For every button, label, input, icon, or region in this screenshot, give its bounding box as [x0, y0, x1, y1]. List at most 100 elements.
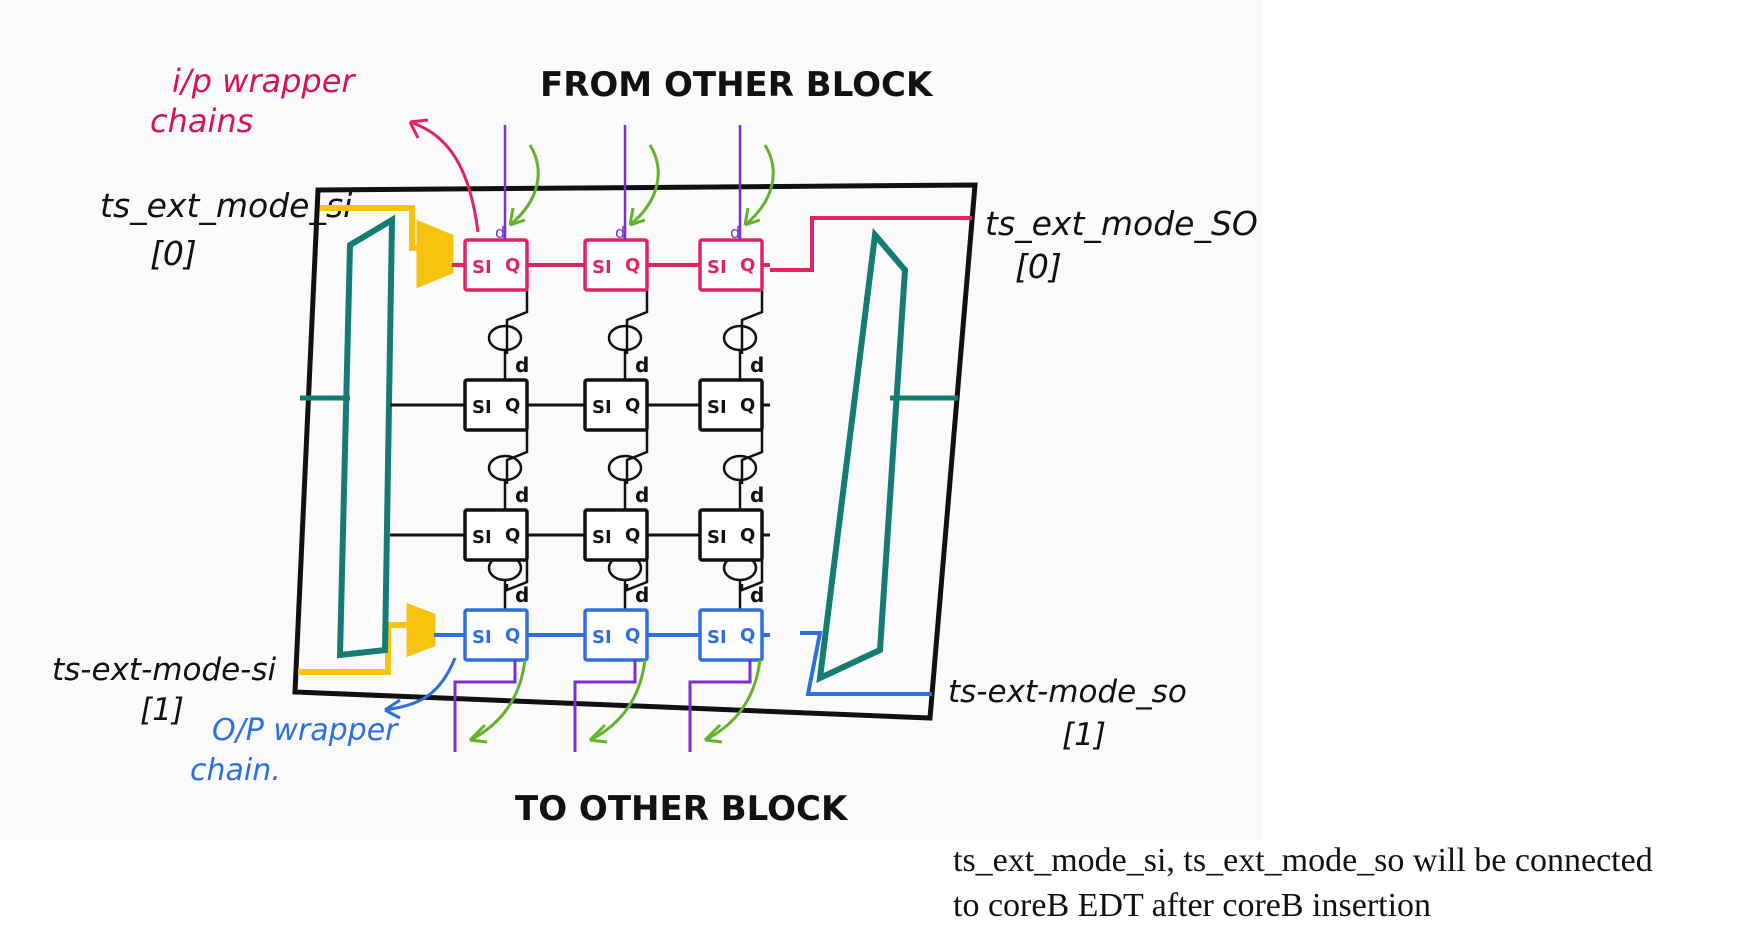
- data-path-wire: [625, 430, 649, 484]
- si-pin-label: SI: [592, 527, 612, 548]
- launch-arrowhead: [468, 723, 488, 744]
- outgoing-data-line: [453, 660, 517, 752]
- si-pin-label: SI: [592, 397, 612, 418]
- d-pin-label: d: [750, 483, 764, 507]
- so0-path: [770, 216, 972, 272]
- launch-arrow: [589, 659, 647, 742]
- q-pin-label: Q: [625, 625, 640, 646]
- caption-line-1: ts_ext_mode_si, ts_ext_mode_so will be c…: [953, 842, 1653, 879]
- incoming-d-label: d: [615, 223, 625, 242]
- from-other-block-label: FROM OTHER BLOCK: [540, 65, 934, 105]
- si0-port-label: ts_ext_mode_si: [100, 186, 352, 225]
- launch-arrow: [704, 659, 762, 742]
- caption-line-2: to coreB EDT after coreB insertion: [953, 887, 1432, 924]
- so1-index-label: [1]: [1062, 717, 1106, 753]
- incoming-d-label: d: [495, 223, 505, 242]
- si-pin-label: SI: [472, 627, 492, 648]
- launch-arrowhead: [703, 723, 723, 744]
- si-pin-label: SI: [707, 627, 727, 648]
- d-pin-label: d: [515, 353, 529, 377]
- q-pin-label: Q: [625, 395, 640, 416]
- d-pin-label: d: [635, 483, 649, 507]
- si1-index-label: [1]: [140, 692, 184, 728]
- data-path-wire: [505, 290, 529, 354]
- si-pin-label: SI: [472, 397, 492, 418]
- so0-port-label: ts_ext_mode_SO: [985, 204, 1258, 243]
- scan-flop: [463, 238, 529, 292]
- ip-wrapper-label-line1: i/p wrapper: [172, 62, 356, 100]
- d-pin-label: d: [635, 583, 649, 607]
- data-path-wire: [505, 430, 529, 484]
- data-path-wire: [505, 560, 529, 592]
- capture-arrow: [509, 144, 540, 227]
- capture-arrow: [744, 144, 775, 227]
- so1-path: [800, 631, 932, 696]
- si-pin-label: SI: [707, 257, 727, 278]
- q-pin-label: Q: [740, 525, 755, 546]
- scan-flop: [583, 608, 649, 662]
- scan-flop: [698, 508, 764, 562]
- ip-wrapper-arrowhead: [408, 118, 429, 139]
- scan-flop: [463, 508, 529, 562]
- q-pin-label: Q: [740, 255, 755, 276]
- scan-flop: [463, 608, 529, 662]
- q-pin-label: Q: [505, 625, 520, 646]
- si-pin-label: SI: [472, 257, 492, 278]
- capture-arrow: [629, 144, 660, 227]
- to-other-block-label: TO OTHER BLOCK: [515, 789, 849, 829]
- ip-wrapper-arrow: [409, 120, 480, 233]
- launch-arrow: [469, 659, 527, 742]
- op-wrapper-label-line2: chain.: [190, 753, 281, 788]
- scan-flop: [583, 378, 649, 432]
- d-pin-label: d: [750, 353, 764, 377]
- capture-arrowhead: [743, 207, 761, 227]
- op-wrapper-label-line1: O/P wrapper: [212, 713, 399, 748]
- launch-arrowhead: [588, 723, 608, 744]
- core-block-outline: [292, 182, 978, 721]
- outgoing-data-line: [573, 660, 637, 752]
- si-pin-label: SI: [707, 527, 727, 548]
- q-pin-label: Q: [740, 395, 755, 416]
- data-path-wire: [625, 560, 649, 592]
- si-pin-label: SI: [707, 397, 727, 418]
- si1-port-label: ts-ext-mode-si: [52, 652, 277, 688]
- q-pin-label: Q: [505, 255, 520, 276]
- q-pin-label: Q: [625, 255, 640, 276]
- outgoing-data-line: [688, 660, 752, 752]
- si-pin-label: SI: [592, 627, 612, 648]
- caption: ts_ext_mode_si, ts_ext_mode_so will be c…: [953, 838, 1743, 928]
- q-pin-label: Q: [505, 525, 520, 546]
- input-mux-top: [416, 219, 454, 289]
- d-pin-label: d: [750, 583, 764, 607]
- q-pin-label: Q: [505, 395, 520, 416]
- so0-index-label: [0]: [1015, 247, 1062, 286]
- scan-flop: [463, 378, 529, 432]
- d-pin-label: d: [515, 483, 529, 507]
- scan-flop: [698, 238, 764, 292]
- output-bus: [816, 227, 909, 684]
- si-pin-label: SI: [592, 257, 612, 278]
- op-wrapper-arrowhead: [384, 698, 401, 720]
- scan-flop: [698, 378, 764, 432]
- scan-flop: [698, 608, 764, 662]
- scan-flop: [583, 508, 649, 562]
- si0-index-label: [0]: [150, 234, 197, 273]
- capture-arrowhead: [628, 207, 646, 227]
- so1-port-label: ts-ext-mode_so: [948, 674, 1187, 710]
- data-path-wire: [625, 290, 649, 354]
- d-pin-label: d: [515, 583, 529, 607]
- si-pin-label: SI: [472, 527, 492, 548]
- scan-flop: [583, 238, 649, 292]
- input-mux-bottom: [406, 602, 436, 658]
- data-path-wire: [740, 290, 764, 354]
- q-pin-label: Q: [625, 525, 640, 546]
- ip-wrapper-label-line2: chains: [150, 102, 253, 140]
- q-pin-label: Q: [740, 625, 755, 646]
- d-pin-label: d: [635, 353, 649, 377]
- data-path-wire: [740, 430, 764, 484]
- input-bus: [336, 214, 396, 659]
- data-path-wire: [740, 560, 764, 592]
- op-wrapper-arrow: [384, 657, 457, 712]
